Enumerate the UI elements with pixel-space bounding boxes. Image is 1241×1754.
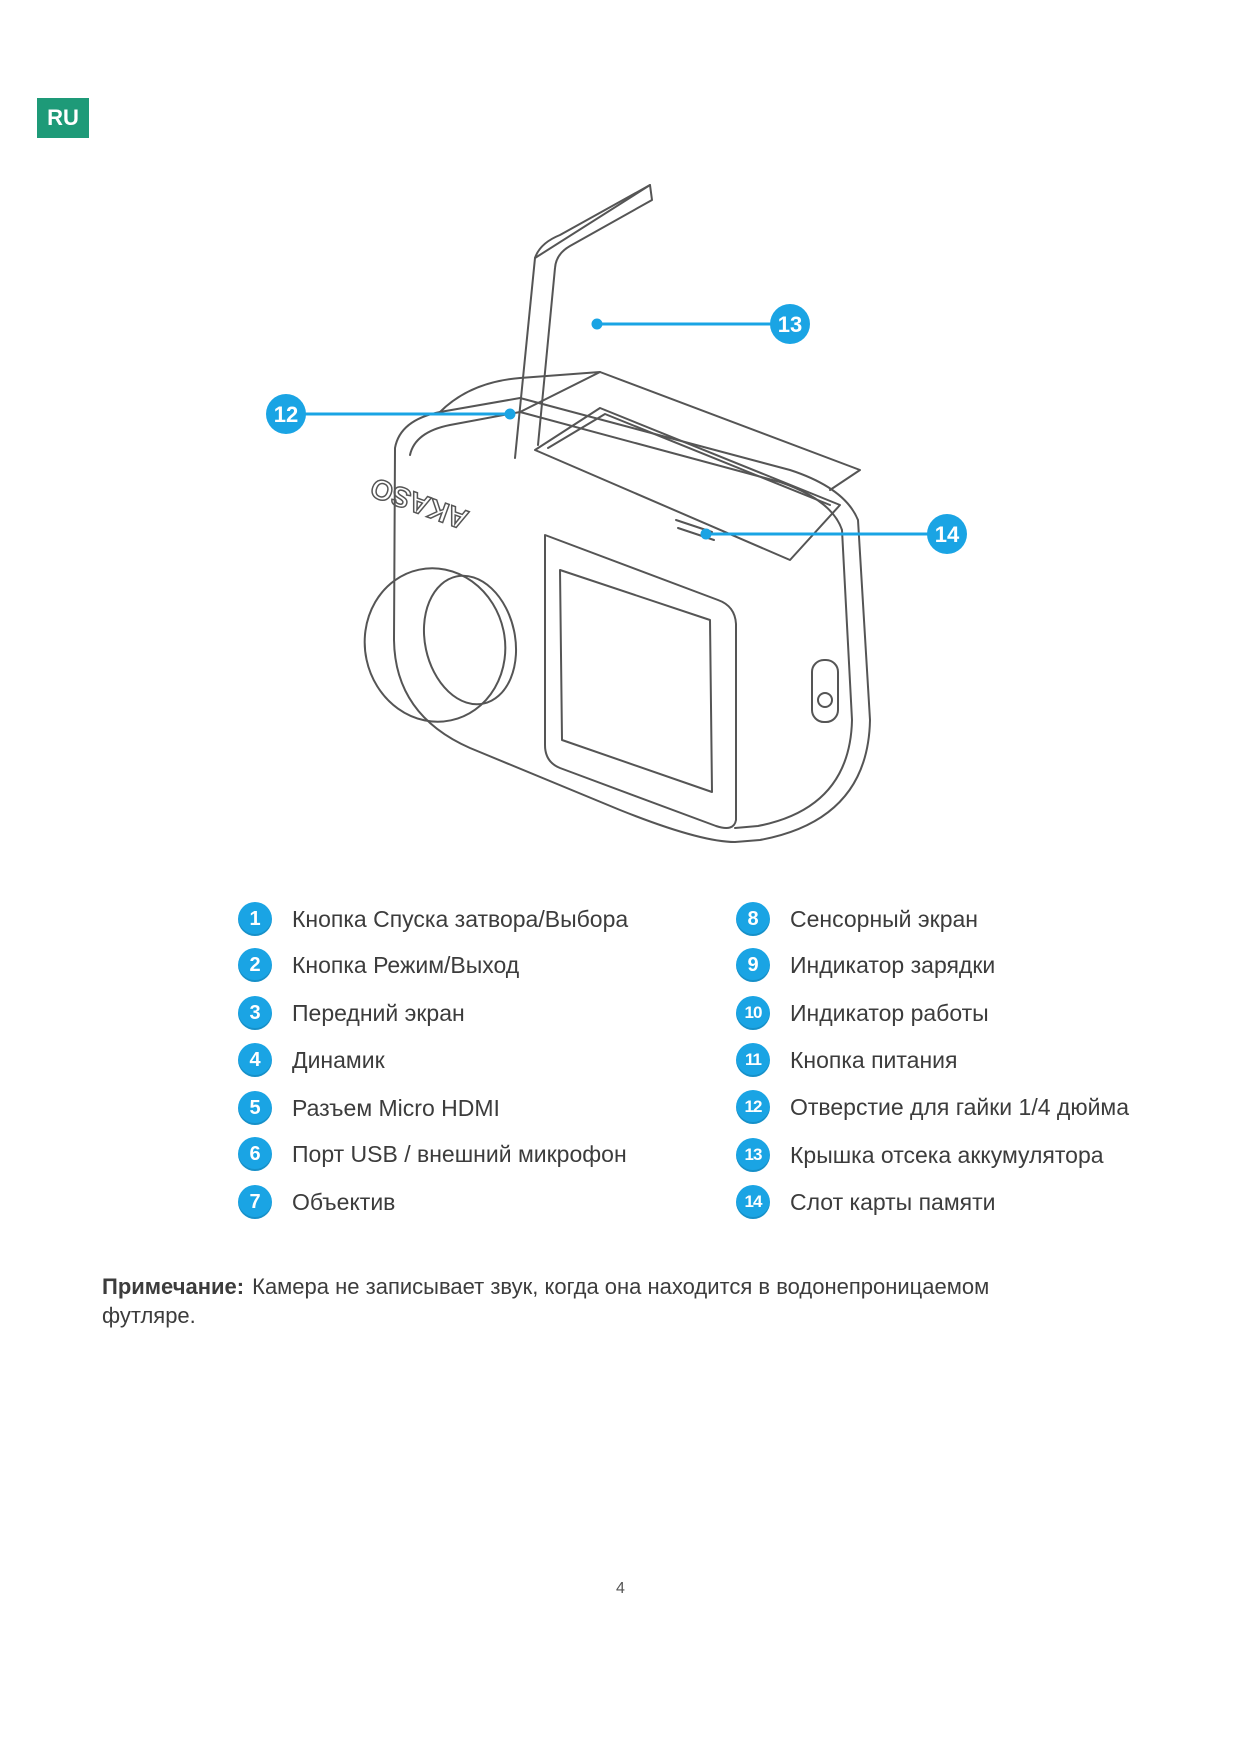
battery-door xyxy=(514,184,653,459)
touch-screen-frame xyxy=(544,534,737,829)
legend-label: Индикатор работы xyxy=(790,999,989,1026)
lens xyxy=(363,567,507,723)
svg-text:13: 13 xyxy=(778,312,802,337)
legend-item: 3 Передний экран xyxy=(238,993,465,1033)
callout-14: 14 xyxy=(927,514,967,554)
svg-text:14: 14 xyxy=(935,522,960,547)
legend-number-badge: 8 xyxy=(736,902,770,936)
legend-item: 4 Динамик xyxy=(238,1040,385,1080)
power-button xyxy=(811,659,839,723)
legend-number-badge: 12 xyxy=(736,1090,770,1124)
legend-item: 13 Крышка отсека аккумулятора xyxy=(736,1135,1104,1175)
legend-label: Отверстие для гайки 1/4 дюйма xyxy=(790,1093,1130,1120)
legend-label: Динамик xyxy=(292,1046,385,1073)
legend-number-badge: 5 xyxy=(238,1091,272,1125)
legend-label: Слот карты памяти xyxy=(790,1188,996,1215)
legend-number-badge: 10 xyxy=(736,996,770,1030)
legend-label: Порт USB / внешний микрофон xyxy=(292,1140,627,1167)
legend-item: 7 Объектив xyxy=(238,1182,395,1222)
legend-label: Индикатор зарядки xyxy=(790,951,996,978)
legend-item: 9 Индикатор зарядки xyxy=(736,945,995,985)
camera-body-outline xyxy=(393,397,871,843)
legend-item: 10 Индикатор работы xyxy=(736,993,989,1033)
note-paragraph: Примечание:Камера не записывает звук, ко… xyxy=(102,1272,1062,1330)
legend-item: 8 Сенсорный экран xyxy=(736,899,978,939)
legend-number-badge: 11 xyxy=(736,1043,770,1077)
camera-diagram: AKASO 13 12 14 xyxy=(266,184,967,843)
legend-label: Объектив xyxy=(292,1188,396,1215)
brand-logo: AKASO xyxy=(366,472,472,536)
legend-number-badge: 14 xyxy=(736,1185,770,1219)
legend-number-badge: 7 xyxy=(238,1185,272,1219)
legend-number-badge: 13 xyxy=(736,1138,770,1172)
legend-item: 6 Порт USB / внешний микрофон xyxy=(238,1134,627,1174)
legend-item: 12 Отверстие для гайки 1/4 дюйма xyxy=(736,1087,1129,1127)
page-number: 4 xyxy=(616,1580,625,1597)
legend-label: Крышка отсека аккумулятора xyxy=(790,1141,1104,1168)
legend-number-badge: 1 xyxy=(238,902,272,936)
legend-label: Разъем Micro HDMI xyxy=(292,1094,500,1121)
legend-number-badge: 2 xyxy=(238,948,272,982)
legend-item: 2 Кнопка Режим/Выход xyxy=(238,945,519,985)
legend-label: Передний экран xyxy=(292,999,465,1026)
legend-item: 5 Разъем Micro HDMI xyxy=(238,1088,500,1128)
language-badge: RU xyxy=(37,98,89,138)
legend-label: Кнопка Спуска затвора/Выбора xyxy=(292,905,629,932)
legend-label: Кнопка Режим/Выход xyxy=(292,951,520,978)
legend-number-badge: 3 xyxy=(238,996,272,1030)
legend-number-badge: 6 xyxy=(238,1137,272,1171)
legend-item: 1 Кнопка Спуска затвора/Выбора xyxy=(238,899,628,939)
callout-12: 12 xyxy=(266,394,306,434)
legend-label: Сенсорный экран xyxy=(790,905,978,932)
legend-item: 11 Кнопка питания xyxy=(736,1040,957,1080)
legend-number-badge: 9 xyxy=(736,948,770,982)
note-heading: Примечание: xyxy=(102,1274,245,1299)
note-text: Камера не записывает звук, когда она нах… xyxy=(102,1274,990,1328)
legend-number-badge: 4 xyxy=(238,1043,272,1077)
legend-label: Кнопка питания xyxy=(790,1046,958,1073)
legend-item: 14 Слот карты памяти xyxy=(736,1182,996,1222)
svg-text:12: 12 xyxy=(274,402,298,427)
callout-13: 13 xyxy=(770,304,810,344)
